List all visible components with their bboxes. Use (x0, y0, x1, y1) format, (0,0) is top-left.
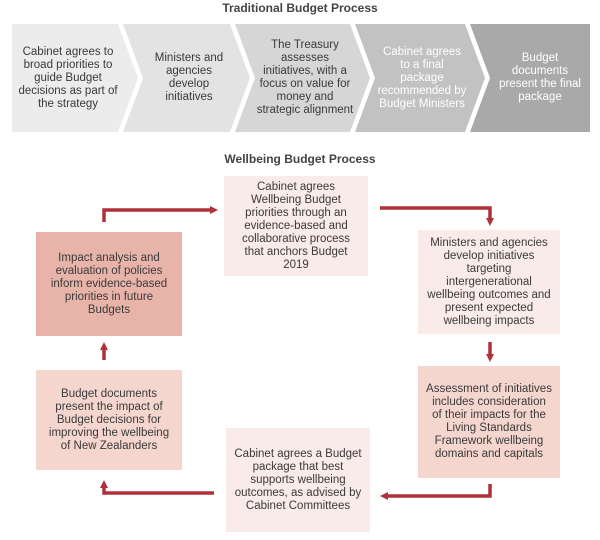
chevron-step-2 (123, 24, 250, 132)
wellbeing-step-priorities: Cabinet agrees Wellbeing Budget prioriti… (224, 176, 368, 276)
traditional-process-chevrons (12, 24, 590, 132)
wellbeing-step-develop: Ministers and agencies develop initiativ… (418, 230, 560, 334)
wellbeing-budget-process-title: Wellbeing Budget Process (224, 152, 376, 166)
wellbeing-step-documents: Budget documents present the impact of B… (36, 370, 182, 470)
arrow-impact-to-priorities (102, 206, 218, 222)
traditional-step-2-text: Ministers and agencies develop initiativ… (154, 52, 224, 103)
traditional-step-5-text: Budget documents present the final packa… (499, 52, 581, 103)
chevron-step-4 (355, 24, 485, 132)
chevron-step-5 (470, 24, 590, 132)
wellbeing-step-assessment: Assessment of initiatives includes consi… (418, 366, 560, 478)
wellbeing-step-package: Cabinet agrees a Budget package that bes… (226, 428, 370, 532)
arrow-priorities-to-develop (380, 206, 494, 226)
wellbeing-step-impact: Impact analysis and evaluation of polici… (36, 232, 182, 336)
traditional-step-3-text: The Treasury assesses initiatives, with … (256, 39, 354, 116)
traditional-budget-process-title: Traditional Budget Process (222, 1, 378, 15)
arrow-assessment-to-package (380, 484, 492, 500)
traditional-step-4-text: Cabinet agrees to a final package recomm… (377, 45, 467, 110)
chevron-step-1 (12, 24, 138, 132)
traditional-step-1-text: Cabinet agrees to broad priorities to gu… (18, 45, 118, 110)
chevron-step-3 (235, 24, 370, 132)
arrow-package-to-documents (100, 480, 214, 495)
